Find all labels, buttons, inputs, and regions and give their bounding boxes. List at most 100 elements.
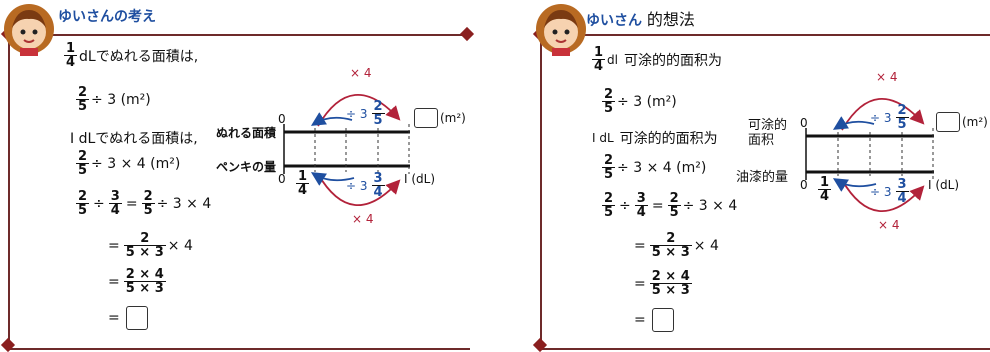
title-cn: 的想法 (646, 10, 695, 29)
denominator: 5 (602, 101, 616, 116)
unit-dl-label: I (dL) (928, 178, 959, 192)
div3-text: ÷ 3 (870, 184, 892, 199)
denominator: 5 × 3 (649, 283, 692, 298)
line-text: ÷ 3 (m²) (91, 91, 151, 108)
denominator: 5 (602, 167, 616, 182)
avatar-icon (536, 4, 586, 56)
unit: I dL (592, 131, 614, 145)
denominator: 4 (818, 189, 832, 204)
area-answer: (m²) (410, 108, 466, 128)
operator: ÷ (619, 197, 631, 214)
div3-text: ÷ 3 (870, 110, 892, 125)
area-label-line2: 面积 (748, 133, 775, 148)
avatar-icon (4, 4, 54, 56)
numerator: 2 (669, 191, 679, 206)
numerator: 3 (373, 171, 383, 186)
numerator: 3 (897, 177, 907, 192)
numerator: 2 (78, 189, 88, 204)
denominator: 4 (371, 185, 385, 200)
denominator: 4 (592, 59, 606, 74)
div3-bottom-arrow (832, 178, 877, 192)
line-8: = (632, 308, 674, 332)
equals: = (634, 275, 646, 292)
numerator: 1 (66, 41, 76, 56)
denominator: 5 (602, 205, 616, 220)
numerator: 3 (636, 191, 646, 206)
area-answer-box[interactable] (414, 108, 438, 128)
numerator: 2 (604, 191, 614, 206)
line-text: ÷ 3 × 4 (156, 195, 212, 212)
denominator: 5 (895, 117, 909, 132)
unit-dl: (dL) (411, 172, 436, 186)
numerator: 2 (143, 189, 153, 204)
div3-top-arrow (832, 116, 875, 130)
number-line-diagram (805, 97, 934, 213)
numerator: 2 (604, 87, 614, 102)
area-answer-box[interactable] (936, 112, 960, 132)
unit-one: I (928, 178, 932, 192)
denominator: 5 × 3 (649, 245, 692, 260)
denominator: 4 (895, 191, 909, 206)
line-text: ÷ 3 × 4 (m²) (91, 155, 181, 172)
denominator: 4 (108, 203, 122, 218)
number-line-diagram (283, 93, 410, 207)
line-3: I dLでぬれる面積は, (70, 131, 198, 147)
equals: = (108, 273, 120, 290)
denominator: 4 (64, 55, 78, 70)
denominator: 5 (76, 203, 90, 218)
div3-bottom-arrow (310, 172, 355, 186)
numerator: 2 (373, 99, 383, 114)
denominator: 4 (296, 183, 310, 198)
equals: = (108, 237, 120, 254)
unit-m2: (m²) (962, 115, 988, 129)
header-title: ゆいさんの考え (58, 9, 156, 25)
operator: ÷ (93, 195, 105, 212)
equals: = (634, 237, 646, 254)
times4-top-label: × 4 (876, 70, 898, 84)
equals: = (125, 195, 138, 212)
area-label: ぬれる面積 (216, 126, 277, 140)
area-answer: (m²) (932, 112, 988, 132)
line-8: = (106, 306, 148, 330)
div3-top-arrow (310, 112, 353, 126)
numerator: 2 × 4 (651, 269, 690, 284)
header-title: ゆいさん 的想法 (586, 6, 695, 30)
area-label: 可涂的 面积 (748, 118, 787, 148)
unit-one: I (404, 172, 408, 186)
zero-top: 0 (800, 116, 808, 130)
answer-box[interactable] (651, 308, 674, 332)
paint-label: ペンキの量 (216, 160, 277, 174)
numerator: 3 (110, 189, 120, 204)
div3-text: ÷ 3 (346, 106, 368, 121)
times4-top-label: × 4 (350, 66, 372, 80)
zero-top: 0 (278, 112, 286, 126)
answer-box[interactable] (125, 306, 148, 330)
numerator: 2 (897, 103, 907, 118)
line-text: ÷ 3 × 4 (682, 197, 738, 214)
denominator: 5 × 3 (123, 245, 166, 260)
numerator: 1 (820, 175, 830, 190)
line-3: I dL 可涂的的面积为 (592, 128, 718, 148)
denominator: 5 (141, 203, 155, 218)
